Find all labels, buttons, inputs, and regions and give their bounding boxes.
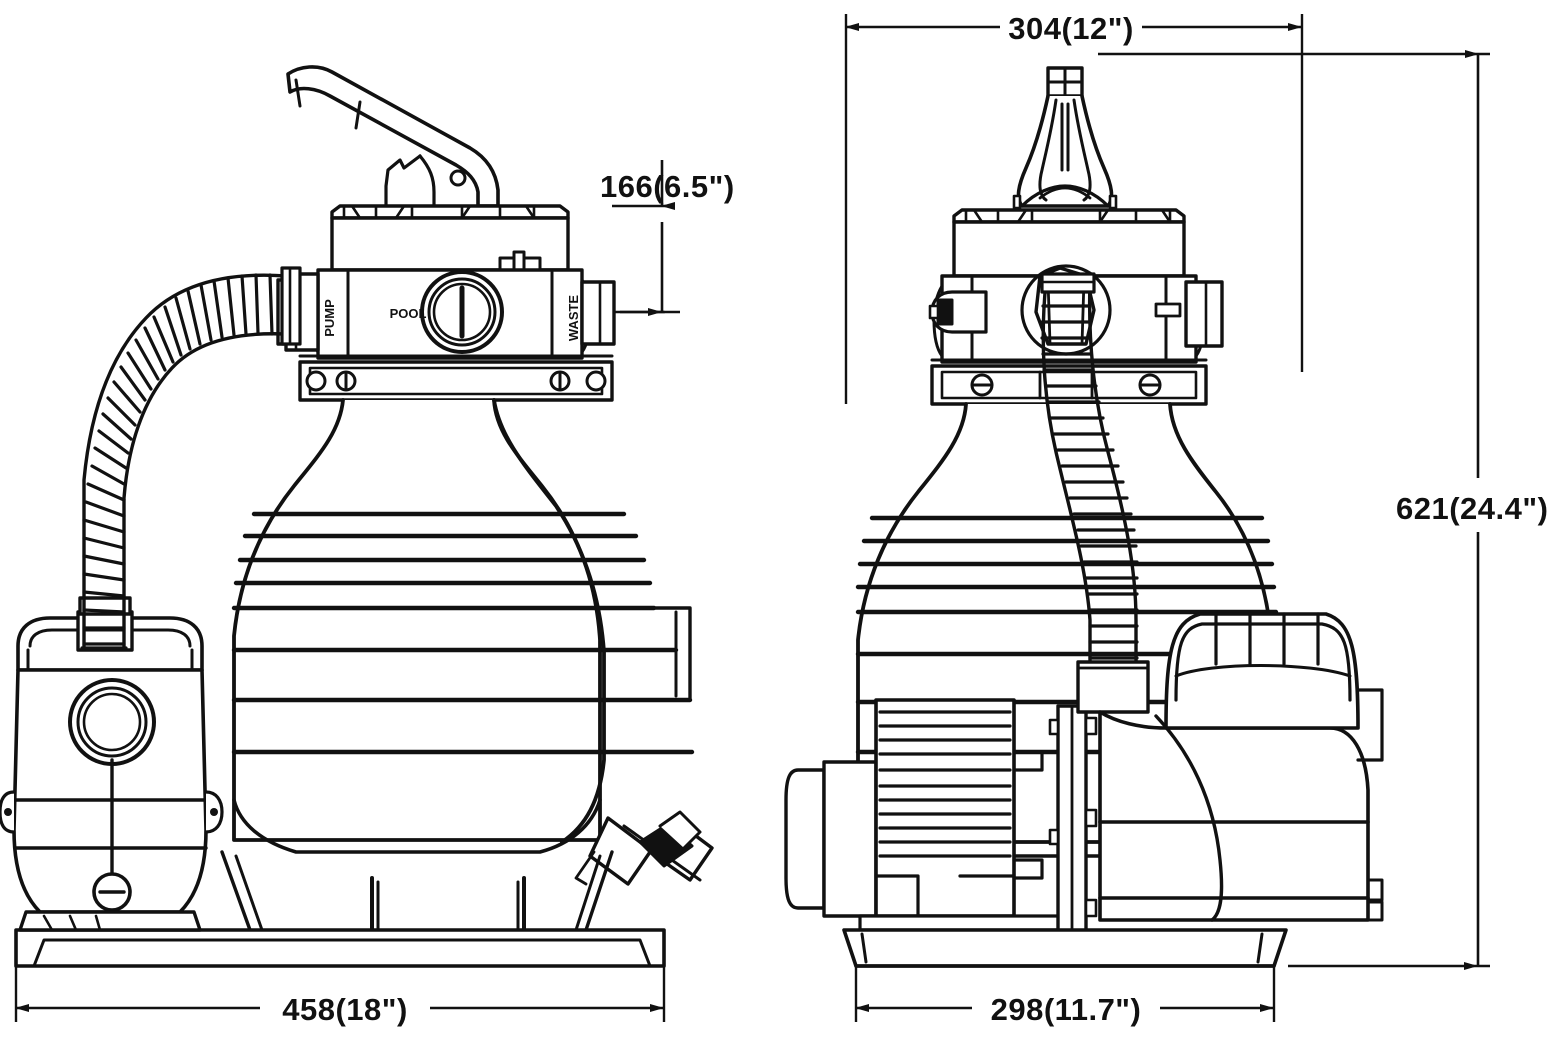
dimension-label-tank-width-side: 304(12") xyxy=(1008,11,1134,46)
pump-strainer-housing xyxy=(0,596,224,932)
filter-tank xyxy=(231,398,695,854)
side-view-assembly xyxy=(784,66,1384,968)
dimension-overall-width-front: 458(18") xyxy=(14,966,666,1027)
dimension-base-width-side: 298(11.7") xyxy=(854,966,1276,1027)
valve-label-pump: PUMP xyxy=(322,299,337,337)
valve-label-pool: POOL xyxy=(390,306,427,321)
dimension-label-overall-width-front: 458(18") xyxy=(282,992,408,1027)
tank-clamp-band xyxy=(298,354,614,402)
multiport-valve-cover xyxy=(330,204,570,220)
valve-label-waste: WASTE xyxy=(566,295,581,342)
dimension-label-overall-height: 621(24.4") xyxy=(1396,491,1548,526)
flexible-corrugated-hose-sideview xyxy=(1040,272,1139,664)
base-pad-sideview xyxy=(842,928,1288,968)
multiport-valve-cover-sideview xyxy=(952,208,1186,224)
filter-tank-stand xyxy=(14,850,666,968)
dimension-overall-height: 621(24.4") xyxy=(1098,50,1548,970)
tank-clamp-band-sideview xyxy=(930,358,1208,406)
dimension-label-base-width-side: 298(11.7") xyxy=(991,992,1142,1027)
pump-motor xyxy=(784,698,1072,932)
dimension-tank-width-side: 304(12") xyxy=(844,11,1304,404)
front-view-assembly: PUMP POOL WASTE xyxy=(0,65,714,968)
dimension-annotations: 166(6.5") 304(12") 621(24.4") 458(18") xyxy=(14,11,1548,1027)
multiport-valve-handle-sideview[interactable] xyxy=(1012,66,1118,210)
pump-strainer-housing-sideview xyxy=(1048,612,1384,950)
dimension-valve-height: 166(6.5") xyxy=(600,160,735,316)
dimension-label-valve-height: 166(6.5") xyxy=(600,169,735,204)
valve-port-labels: PUMP POOL WASTE xyxy=(322,295,581,342)
multiport-valve-body-sideview xyxy=(952,220,1186,278)
tank-drain-valve[interactable] xyxy=(574,810,714,886)
multiport-valve-body xyxy=(330,216,570,280)
flexible-corrugated-hose xyxy=(80,266,302,650)
